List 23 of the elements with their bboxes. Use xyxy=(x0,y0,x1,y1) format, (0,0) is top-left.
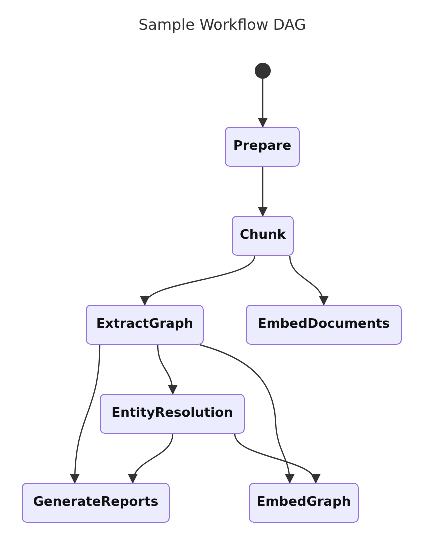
diagram-title: Sample Workflow DAG xyxy=(138,15,308,36)
state-box xyxy=(22,483,170,523)
state-box xyxy=(249,483,359,523)
state-box xyxy=(100,394,245,434)
state-label: Prepare xyxy=(233,138,292,156)
arrow xyxy=(258,79,268,128)
state-label: Chunk xyxy=(240,227,286,246)
arrow xyxy=(200,344,295,484)
arrow xyxy=(157,344,178,395)
state-box xyxy=(246,305,402,345)
state-label: EmbedGraph xyxy=(256,494,352,512)
state-label: EntityResolution xyxy=(112,405,234,424)
state-label: EmbedDocuments xyxy=(258,316,390,334)
arrow xyxy=(289,256,328,306)
arrow xyxy=(70,344,101,484)
state-box xyxy=(86,305,204,345)
state-box xyxy=(225,127,300,167)
arrow xyxy=(234,434,318,484)
state-label: ExtractGraph xyxy=(96,316,194,334)
state-label: GenerateReports xyxy=(33,494,159,512)
arrow xyxy=(129,434,174,484)
arrow xyxy=(258,167,268,217)
state-box xyxy=(232,216,294,256)
